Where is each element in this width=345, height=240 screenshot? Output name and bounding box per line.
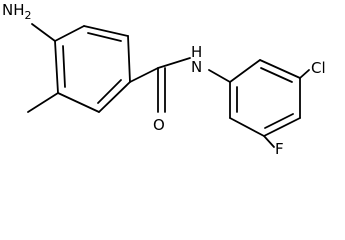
right-benzene-ring (229, 59, 301, 137)
structure-canvas: NH2 N H O Cl F (2, 1, 326, 156)
chlorine-label: Cl (311, 59, 326, 77)
amine-label: NH2 (2, 1, 32, 22)
bond (127, 35, 131, 83)
double-bond-inner (97, 79, 122, 104)
bond (259, 59, 301, 79)
left-benzene-ring (54, 25, 131, 113)
amide-h-label: H (191, 43, 202, 61)
bond-amine (31, 23, 56, 42)
bond (263, 117, 301, 137)
molecule-drawing: NH2 N H O Cl F (2, 1, 326, 156)
bond (54, 25, 85, 42)
bond-amide (157, 57, 191, 69)
bond-fluoro (263, 135, 275, 148)
bond-carbonyl-carbon (129, 67, 159, 83)
bond-methyl (27, 92, 59, 113)
bond (229, 59, 261, 83)
bond (83, 25, 129, 37)
double-bond-inner (260, 67, 293, 83)
bond-amide-aryl (208, 69, 231, 83)
bond (229, 117, 265, 137)
carbonyl-oxygen-label: O (153, 116, 165, 134)
bond (54, 40, 59, 94)
double-bond-inner (62, 45, 66, 88)
fluorine-label: F (275, 140, 284, 156)
amide-n-label: N (191, 58, 202, 76)
double-bond-inner (264, 113, 294, 129)
bond-chloro (299, 69, 310, 79)
double-bond-inner (87, 32, 122, 42)
bond (57, 92, 100, 113)
bond (98, 81, 131, 113)
